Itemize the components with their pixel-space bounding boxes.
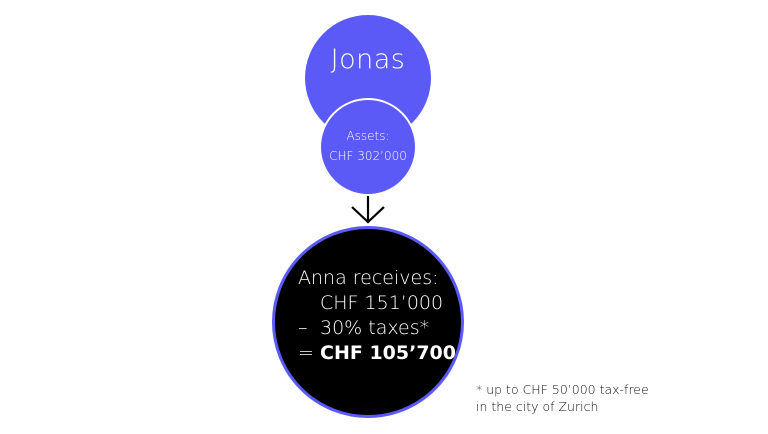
footnote-line-2: in the city of Zurich [476,399,599,414]
result-net: CHF 105’700 [320,342,456,364]
result-gross: CHF 151’000 [320,292,444,314]
result-taxes: 30% taxes* [320,317,430,339]
assets-text: Assets: CHF 302’000 [319,126,417,166]
footnote: * up to CHF 50’000 tax-free in the city … [476,381,649,415]
minus-sign: – [298,317,308,339]
result-heading: Anna receives: [298,267,439,289]
assets-circle [319,98,417,196]
result-circle [272,226,464,418]
footnote-line-1: * up to CHF 50’000 tax-free [476,382,649,397]
assets-value: CHF 302’000 [329,149,407,163]
result-text: Anna receives: CHF 151’000–30% taxes* = CHF… [298,266,456,366]
assets-label: Assets: [346,129,390,143]
equals-sign: = [298,342,314,364]
person-name: Jonas [330,44,406,75]
arrow-down-icon [351,196,385,224]
